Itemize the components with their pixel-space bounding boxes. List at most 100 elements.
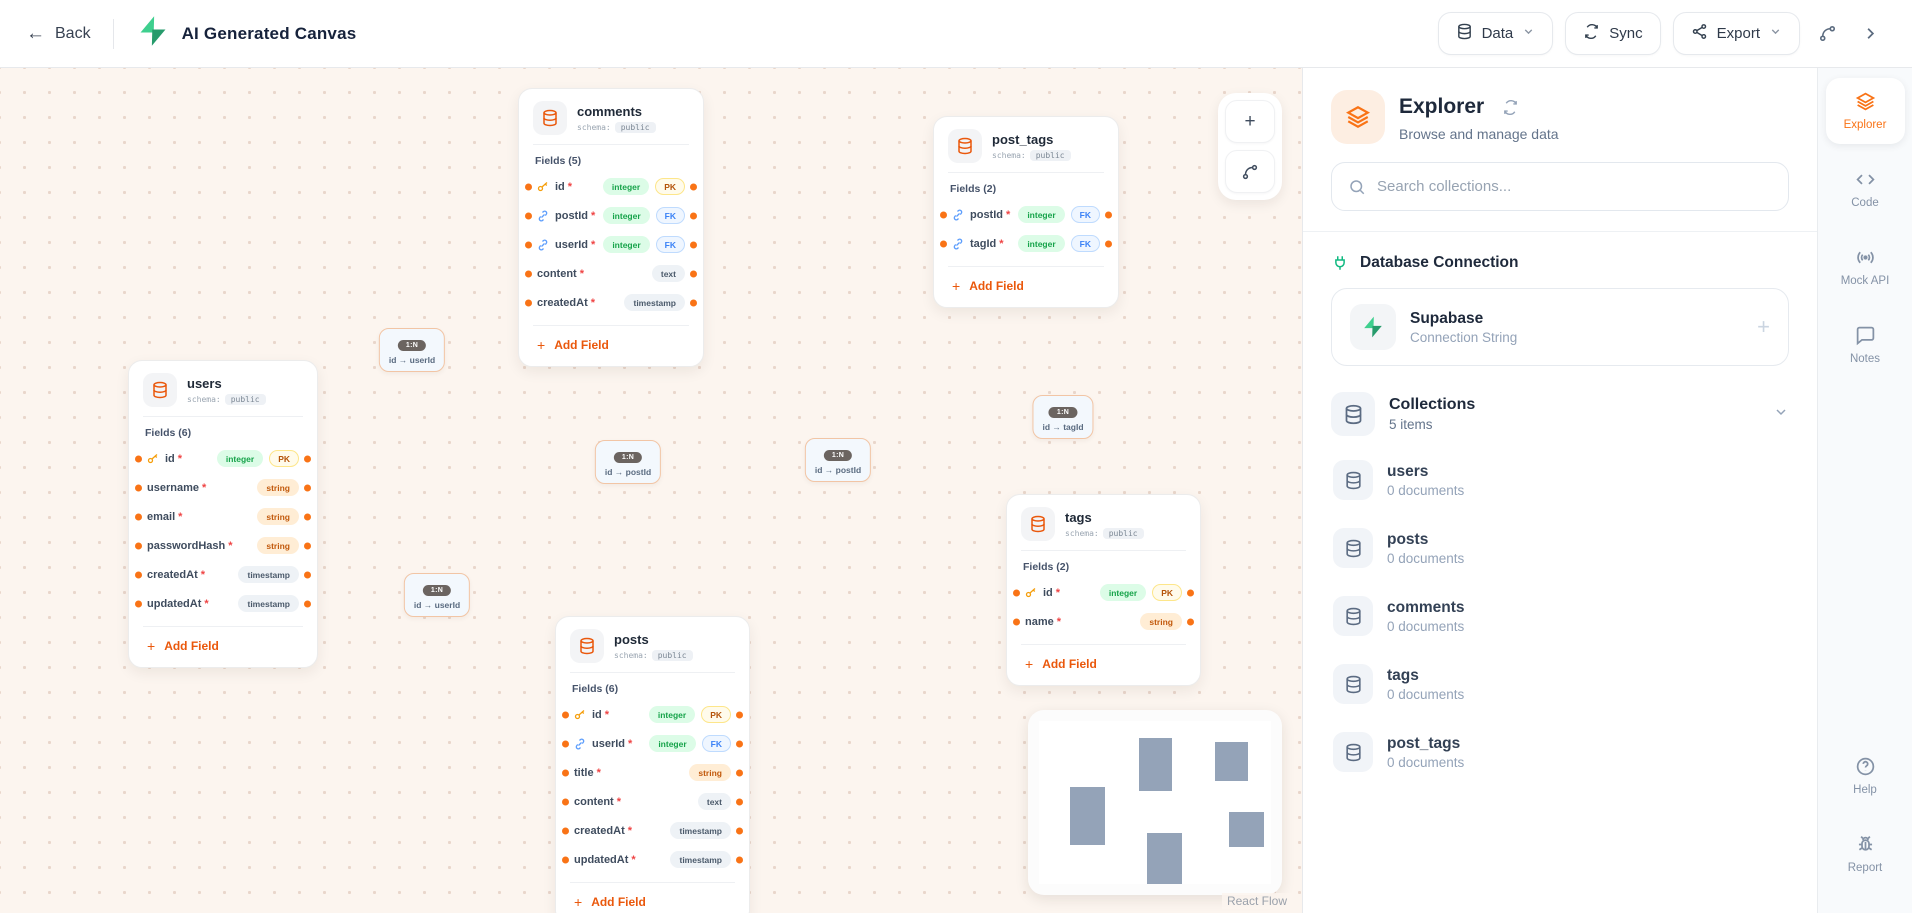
field-handle-right[interactable] — [690, 212, 697, 219]
search-box[interactable] — [1331, 162, 1789, 211]
edge-label[interactable]: 1:N id → userId — [378, 328, 446, 372]
field-handle-right[interactable] — [304, 484, 311, 491]
field-handle-left[interactable] — [525, 241, 532, 248]
git-branch-button[interactable] — [1812, 18, 1843, 49]
rail-item-mock-api[interactable]: Mock API — [1826, 234, 1905, 300]
field-handle-right[interactable] — [1187, 589, 1194, 596]
rail-item-explorer[interactable]: Explorer — [1825, 78, 1905, 144]
add-connection-button[interactable]: + — [1757, 314, 1770, 339]
add-field-button[interactable]: +Add Field — [556, 883, 664, 913]
edge-label[interactable]: 1:N id → userId — [403, 573, 471, 617]
field-row[interactable]: content* text — [519, 259, 703, 288]
field-handle-left[interactable] — [562, 740, 569, 747]
field-handle-right[interactable] — [736, 856, 743, 863]
field-handle-right[interactable] — [736, 711, 743, 718]
field-handle-left[interactable] — [525, 299, 532, 306]
field-handle-left[interactable] — [940, 240, 947, 247]
schema-canvas[interactable]: comments schema:public Fields (5) id* in… — [0, 68, 1302, 913]
field-row[interactable]: name* string — [1007, 607, 1200, 636]
field-row[interactable]: title* string — [556, 758, 749, 787]
field-handle-right[interactable] — [736, 798, 743, 805]
field-handle-right[interactable] — [304, 571, 311, 578]
field-handle-left[interactable] — [562, 798, 569, 805]
field-handle-left[interactable] — [135, 513, 142, 520]
field-handle-left[interactable] — [1013, 618, 1020, 625]
edge-label[interactable]: 1:N id → postId — [594, 440, 662, 484]
field-handle-right[interactable] — [304, 513, 311, 520]
field-handle-left[interactable] — [525, 270, 532, 277]
table-node-post_tags[interactable]: post_tags schema:public Fields (2) postI… — [933, 116, 1119, 308]
field-handle-left[interactable] — [135, 542, 142, 549]
auto-layout-button[interactable] — [1225, 150, 1275, 193]
field-handle-left[interactable] — [135, 571, 142, 578]
field-row[interactable]: username* string — [129, 473, 317, 502]
field-handle-left[interactable] — [562, 856, 569, 863]
minimap[interactable] — [1028, 710, 1282, 895]
table-node-tags[interactable]: tags schema:public Fields (2) id* intege… — [1006, 494, 1201, 686]
reactflow-attribution[interactable]: React Flow — [1221, 893, 1292, 909]
field-handle-right[interactable] — [1105, 211, 1112, 218]
field-handle-left[interactable] — [525, 183, 532, 190]
field-handle-left[interactable] — [135, 484, 142, 491]
sync-button[interactable]: Sync — [1565, 12, 1661, 55]
field-handle-left[interactable] — [562, 827, 569, 834]
field-row[interactable]: email* string — [129, 502, 317, 531]
field-row[interactable]: updatedAt* timestamp — [556, 845, 749, 874]
refresh-button[interactable] — [1496, 93, 1525, 122]
table-node-users[interactable]: users schema:public Fields (6) id* integ… — [128, 360, 318, 668]
add-field-button[interactable]: +Add Field — [129, 627, 237, 667]
table-node-comments[interactable]: comments schema:public Fields (5) id* in… — [518, 88, 704, 367]
field-handle-right[interactable] — [690, 270, 697, 277]
field-row[interactable]: updatedAt* timestamp — [129, 589, 317, 618]
field-row[interactable]: content* text — [556, 787, 749, 816]
field-handle-right[interactable] — [304, 542, 311, 549]
data-button[interactable]: Data — [1437, 12, 1554, 55]
field-handle-left[interactable] — [940, 211, 947, 218]
field-handle-right[interactable] — [304, 455, 311, 462]
edge-label[interactable]: 1:N id → tagId — [1032, 395, 1094, 439]
field-handle-right[interactable] — [736, 769, 743, 776]
field-handle-right[interactable] — [304, 600, 311, 607]
field-handle-left[interactable] — [525, 212, 532, 219]
field-handle-right[interactable] — [736, 827, 743, 834]
add-field-button[interactable]: +Add Field — [519, 326, 627, 366]
field-handle-right[interactable] — [690, 241, 697, 248]
add-field-button[interactable]: +Add Field — [934, 267, 1042, 307]
connection-card-supabase[interactable]: Supabase Connection String + — [1331, 288, 1789, 366]
field-row[interactable]: createdAt* timestamp — [556, 816, 749, 845]
field-handle-left[interactable] — [562, 769, 569, 776]
table-node-posts[interactable]: posts schema:public Fields (6) id* integ… — [555, 616, 750, 913]
rail-item-code[interactable]: Code — [1826, 156, 1905, 222]
field-handle-right[interactable] — [1105, 240, 1112, 247]
add-field-button[interactable]: +Add Field — [1007, 645, 1115, 685]
field-handle-left[interactable] — [135, 455, 142, 462]
field-handle-right[interactable] — [690, 183, 697, 190]
collections-header[interactable]: Collections 5 items — [1331, 392, 1789, 436]
field-row[interactable]: passwordHash* string — [129, 531, 317, 560]
rail-item-report[interactable]: Report — [1826, 821, 1905, 887]
zoom-in-button[interactable]: + — [1225, 100, 1275, 143]
back-button[interactable]: ← Back — [26, 23, 91, 45]
field-handle-left[interactable] — [1013, 589, 1020, 596]
field-row[interactable]: createdAt* timestamp — [129, 560, 317, 589]
export-button[interactable]: Export — [1672, 12, 1800, 55]
field-handle-right[interactable] — [690, 299, 697, 306]
field-handle-left[interactable] — [135, 600, 142, 607]
collapse-panel-button[interactable] — [1855, 18, 1886, 49]
search-input[interactable] — [1377, 178, 1772, 195]
chevron-down-icon[interactable] — [1773, 404, 1789, 425]
rail-item-help[interactable]: Help — [1826, 743, 1905, 809]
